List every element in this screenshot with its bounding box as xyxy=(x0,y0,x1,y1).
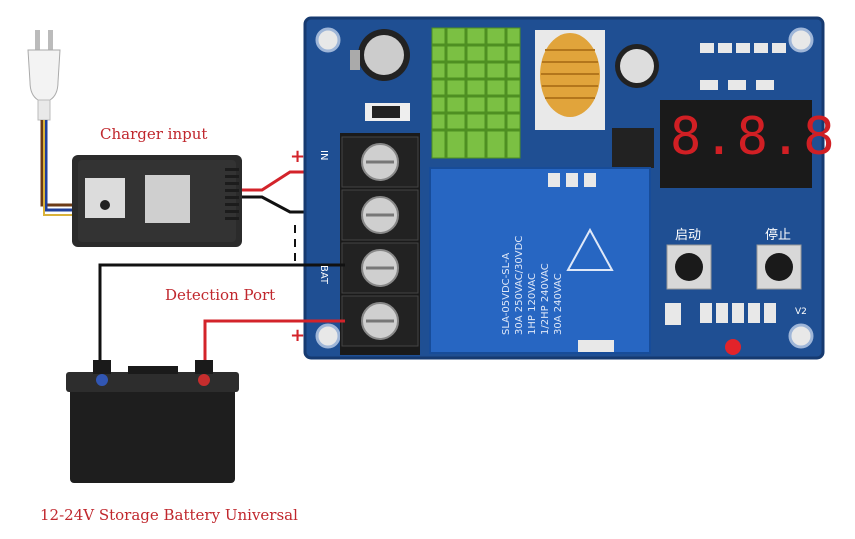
charger-adapter-icon xyxy=(72,155,242,247)
detection-port-label: Detection Port xyxy=(165,286,276,304)
screw-terminal-block xyxy=(340,133,420,355)
plus-top-marker: + xyxy=(290,146,306,167)
relay-line-5: 30A 240VAC xyxy=(553,273,564,335)
control-board xyxy=(303,16,825,360)
version-label: V2 xyxy=(795,307,807,317)
stop-label: 停止 xyxy=(765,228,792,243)
relay-text: SLA-05VDC-SL-A 30A 250VAC/30VDC 1HP 120V… xyxy=(500,195,565,335)
led-indicator xyxy=(725,339,741,355)
start-label: 启动 xyxy=(675,228,702,243)
car-battery-icon xyxy=(66,360,239,483)
battery-caption: 12-24V Storage Battery Universal xyxy=(40,506,298,524)
bat-label: BAT xyxy=(318,265,329,285)
relay-line-4: 1/2HP 240VAC xyxy=(540,263,551,335)
relay-line-1: SLA-05VDC-SL-A xyxy=(501,252,512,335)
seven-segment-display xyxy=(660,100,812,188)
relay-line-2: 30A 250VAC/30VDC xyxy=(514,235,525,335)
plug-icon xyxy=(27,30,61,121)
charger-input-label: Charger input xyxy=(100,125,208,143)
relay-line-3: 1HP 120VAC xyxy=(527,272,538,335)
relay xyxy=(430,168,650,353)
start-button[interactable] xyxy=(666,244,712,290)
stop-button[interactable] xyxy=(756,244,802,290)
in-label: IN xyxy=(318,150,329,161)
display-readout: 8.8.8 xyxy=(670,107,837,167)
plus-bottom-marker: + xyxy=(290,325,306,346)
